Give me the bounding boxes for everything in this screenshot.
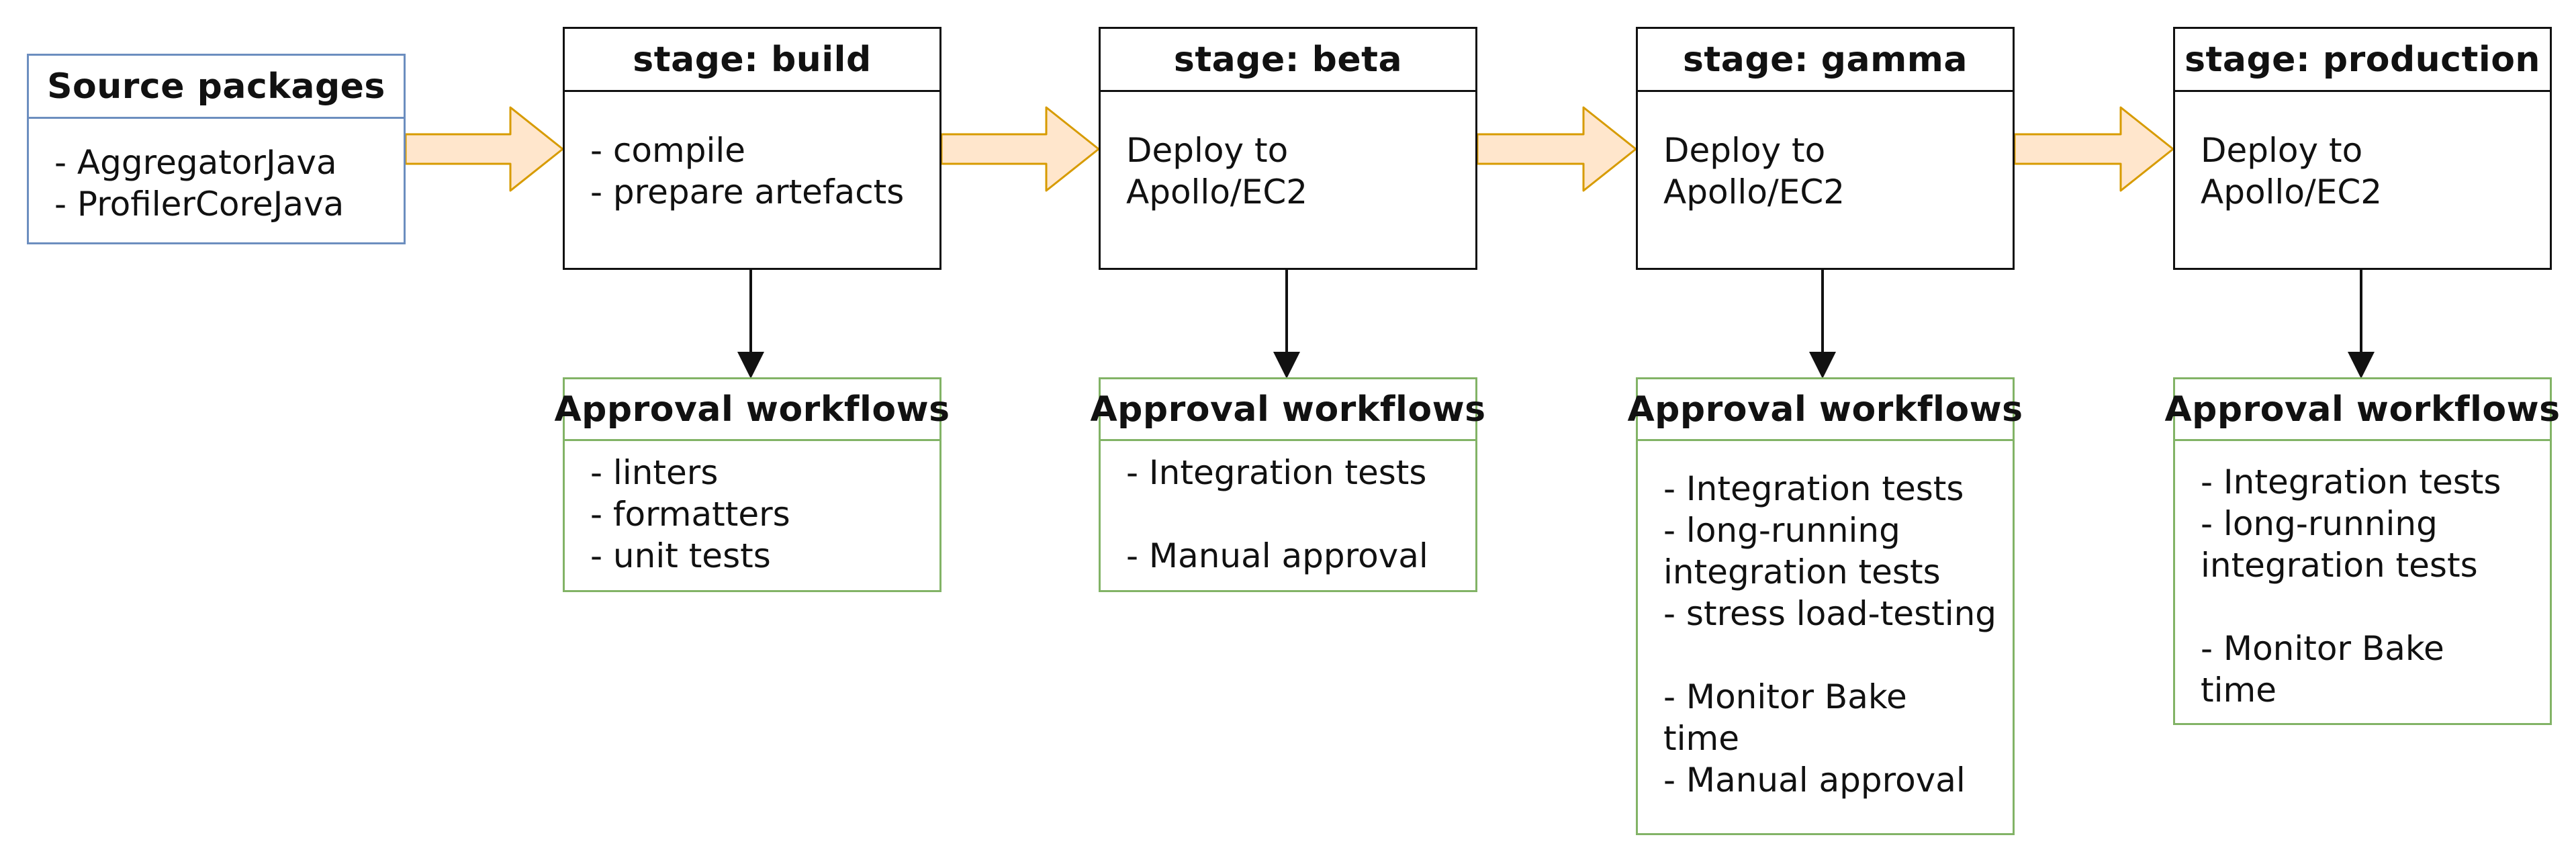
stage-build-line: - prepare artefacts	[590, 173, 905, 211]
approval-build-box: Approval workflows - linters - formatter…	[554, 377, 950, 592]
approval-gamma-line: - stress load-testing	[1663, 594, 1997, 633]
approval-production-line: - long-running	[2201, 504, 2438, 543]
approval-production-line	[2201, 586, 2550, 628]
source-package-item: - AggregatorJava	[54, 143, 337, 182]
approval-gamma-line	[1663, 634, 2013, 676]
stage-beta-line: Apollo/EC2	[1126, 173, 1308, 211]
approval-gamma-box: Approval workflows - Integration tests -…	[1627, 377, 2023, 835]
stage-production-box: stage: production Deploy to Apollo/EC2	[2173, 27, 2552, 270]
approval-production-line: - Integration tests	[2201, 463, 2501, 501]
approval-gamma-line: time	[1663, 719, 1739, 758]
stage-build-title: stage: build	[565, 29, 939, 92]
approval-production-line: integration tests	[2201, 546, 2478, 585]
approval-beta-line: - Manual approval	[1126, 536, 1428, 575]
approval-beta-line: - Integration tests	[1126, 453, 1427, 492]
stage-build-body: - compile - prepare artefacts	[565, 92, 939, 268]
approval-gamma-body: - Integration tests - long-running integ…	[1638, 441, 2013, 833]
stage-gamma-body: Deploy to Apollo/EC2	[1638, 92, 2013, 268]
flow-arrow-build-to-beta	[940, 106, 1100, 192]
approval-build-line: - formatters	[590, 495, 790, 534]
approval-gamma-line: integration tests	[1663, 553, 1941, 591]
source-package-item: - ProfilerCoreJava	[54, 185, 344, 224]
approval-beta-box: Approval workflows - Integration tests -…	[1090, 377, 1485, 592]
approval-build-line: - linters	[590, 453, 719, 492]
stage-gamma-title: stage: gamma	[1638, 29, 2013, 92]
approval-build-body: - linters - formatters - unit tests	[565, 441, 939, 590]
stage-build-line: - compile	[590, 131, 746, 170]
approval-beta-title: Approval workflows	[1090, 379, 1485, 441]
stage-beta-box: stage: beta Deploy to Apollo/EC2	[1099, 27, 1477, 270]
approval-build-title: Approval workflows	[554, 379, 950, 441]
approval-gamma-line: - Integration tests	[1663, 469, 1964, 508]
approval-beta-line	[1126, 493, 1475, 535]
approval-gamma-line: - Manual approval	[1663, 761, 1966, 800]
flow-arrow-source-to-build	[404, 106, 564, 192]
approval-production-line: time	[2201, 671, 2276, 710]
stage-gamma-line: Deploy to	[1663, 131, 1826, 170]
approval-production-body: - Integration tests - long-running integ…	[2175, 441, 2550, 723]
approval-production-title: Approval workflows	[2164, 379, 2560, 441]
flow-arrow-gamma-to-production	[2013, 106, 2174, 192]
stage-production-body: Deploy to Apollo/EC2	[2175, 92, 2550, 268]
stage-production-title: stage: production	[2175, 29, 2550, 92]
approval-beta-body: - Integration tests - Manual approval	[1101, 441, 1475, 590]
approval-production-line: - Monitor Bake	[2201, 629, 2444, 668]
source-packages-box: Source packages - AggregatorJava - Profi…	[27, 54, 406, 244]
source-packages-list: - AggregatorJava - ProfilerCoreJava	[29, 119, 404, 242]
stage-gamma-box: stage: gamma Deploy to Apollo/EC2	[1636, 27, 2015, 270]
approval-gamma-line: - long-running	[1663, 511, 1900, 550]
stage-build-box: stage: build - compile - prepare artefac…	[563, 27, 941, 270]
stage-production-line: Apollo/EC2	[2201, 173, 2383, 211]
source-packages-title: Source packages	[29, 56, 404, 119]
stage-beta-body: Deploy to Apollo/EC2	[1101, 92, 1475, 268]
approval-production-box: Approval workflows - Integration tests -…	[2164, 377, 2560, 725]
stage-beta-line: Deploy to	[1126, 131, 1289, 170]
stage-production-line: Deploy to	[2201, 131, 2363, 170]
approval-gamma-title: Approval workflows	[1627, 379, 2023, 441]
approval-gamma-line: - Monitor Bake	[1663, 677, 1907, 716]
approval-build-line: - unit tests	[590, 536, 771, 575]
flow-arrow-beta-to-gamma	[1476, 106, 1637, 192]
stage-beta-title: stage: beta	[1101, 29, 1475, 92]
stage-gamma-line: Apollo/EC2	[1663, 173, 1845, 211]
